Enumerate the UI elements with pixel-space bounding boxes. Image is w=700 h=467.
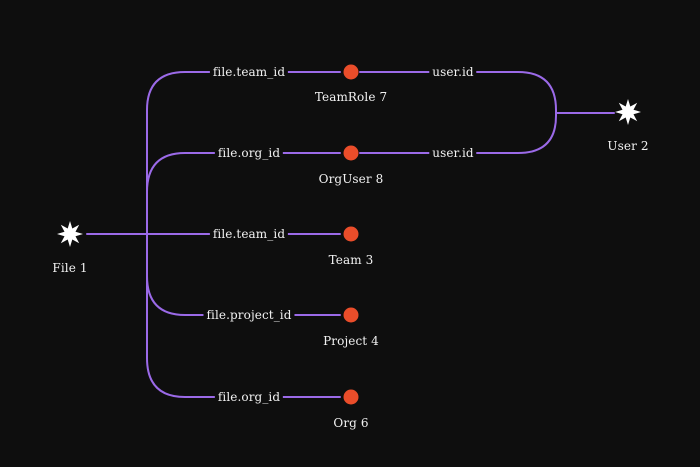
edge-teamrole-to-user xyxy=(359,71,557,114)
edge-file-to-project xyxy=(146,233,341,316)
edge-label-project-file: file.project_id xyxy=(203,308,295,322)
edge-label-orguser-user: user.id xyxy=(429,146,477,160)
node-dot-orguser[interactable] xyxy=(343,145,359,161)
edge-orguser-to-user xyxy=(359,112,557,154)
node-label-org: Org 6 xyxy=(333,416,369,430)
edge-label-teamrole-user: user.id xyxy=(429,65,477,79)
edge-label-org-file: file.org_id xyxy=(214,390,284,404)
node-label-team: Team 3 xyxy=(328,253,374,267)
node-dot-team[interactable] xyxy=(343,226,359,242)
node-label-orguser: OrgUser 8 xyxy=(318,172,384,186)
source-label-file: File 1 xyxy=(52,261,88,275)
node-label-project: Project 4 xyxy=(323,334,379,348)
node-dot-org[interactable] xyxy=(343,389,359,405)
source-label-user: User 2 xyxy=(607,139,649,153)
node-dot-teamrole[interactable] xyxy=(343,64,359,80)
edge-file-to-teamrole xyxy=(146,71,341,235)
edge-file-to-org xyxy=(146,233,341,398)
edge-file-to-orguser xyxy=(146,152,341,235)
node-label-teamrole: TeamRole 7 xyxy=(314,90,388,104)
edge-label-teamrole-file: file.team_id xyxy=(209,65,289,79)
edge-label-orguser-file: file.org_id xyxy=(214,146,284,160)
node-dot-project[interactable] xyxy=(343,307,359,323)
starburst-icon[interactable] xyxy=(57,221,83,247)
edge-label-team-file: file.team_id xyxy=(209,227,289,241)
starburst-icon[interactable] xyxy=(615,99,641,125)
